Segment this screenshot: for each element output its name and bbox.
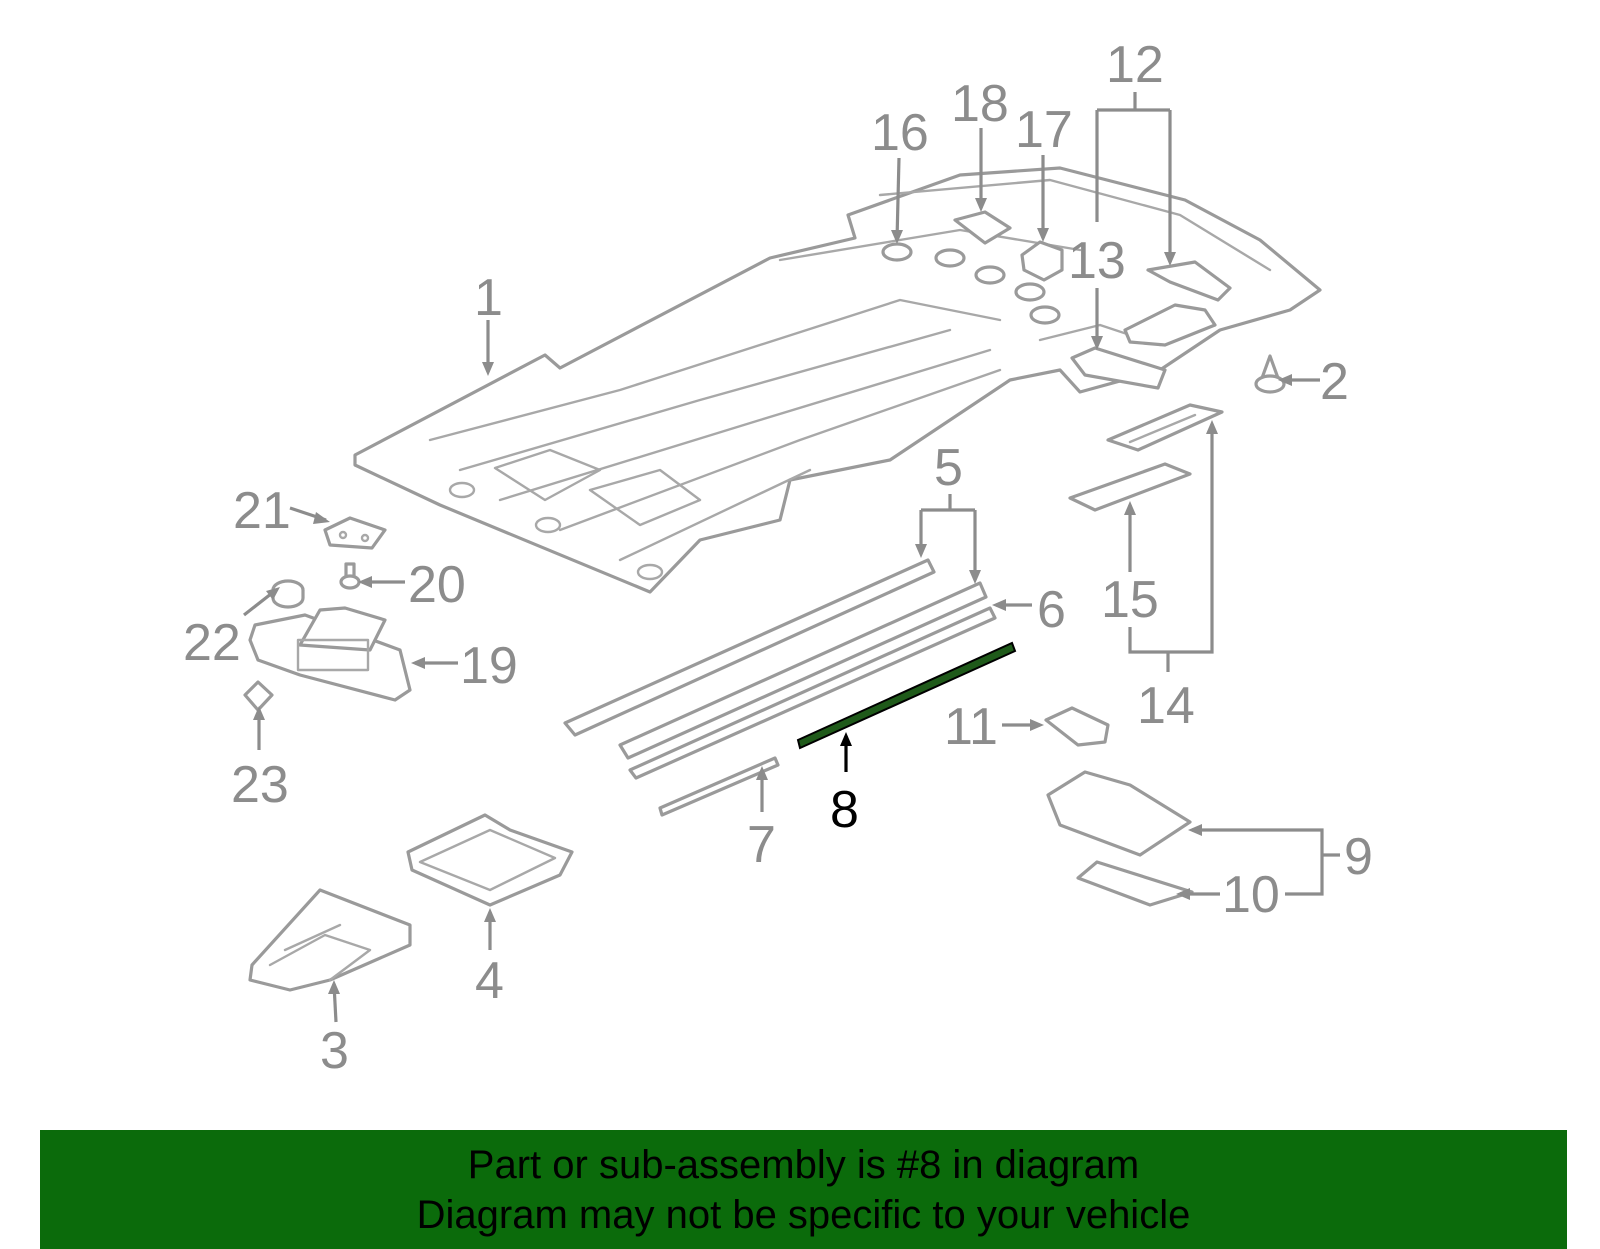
part-12-handle bbox=[1146, 260, 1232, 302]
part-17-plug bbox=[1020, 240, 1064, 282]
callout-19: 19 bbox=[460, 637, 518, 695]
callout-13: 13 bbox=[1068, 232, 1126, 290]
part-11-bracket bbox=[1044, 706, 1110, 747]
part-12-handle-b bbox=[1123, 303, 1217, 347]
callout-17: 17 bbox=[1015, 101, 1073, 159]
banner-line-2: Diagram may not be specific to your vehi… bbox=[416, 1193, 1191, 1237]
part-22-cap bbox=[271, 579, 305, 609]
part-3-console bbox=[248, 888, 412, 992]
info-banner: Part or sub-assembly is #8 in diagram Di… bbox=[40, 1130, 1567, 1249]
part-18-plate bbox=[953, 210, 1012, 245]
callout-15: 15 bbox=[1101, 571, 1159, 629]
callout-9: 9 bbox=[1344, 828, 1373, 886]
callout-21: 21 bbox=[233, 482, 291, 540]
callout-4: 4 bbox=[475, 952, 504, 1010]
callout-10: 10 bbox=[1222, 866, 1280, 924]
part-9-console bbox=[1046, 770, 1192, 857]
callout-5: 5 bbox=[934, 439, 963, 497]
part-2-clip bbox=[1254, 354, 1286, 394]
part-15-pad bbox=[1068, 462, 1192, 512]
callout-14: 14 bbox=[1137, 677, 1195, 735]
part-8-trim bbox=[796, 641, 1017, 750]
callout-labels: 1 2 3 4 5 6 7 8 9 10 11 12 13 14 15 16 1… bbox=[183, 36, 1373, 1080]
part-6-trim bbox=[628, 606, 997, 780]
hole-16 bbox=[881, 242, 913, 262]
part-10-pad bbox=[1076, 860, 1194, 907]
banner-line-1: Part or sub-assembly is #8 in diagram bbox=[467, 1143, 1140, 1187]
callout-8: 8 bbox=[830, 781, 859, 839]
part-5-trims bbox=[563, 558, 988, 760]
callout-16: 16 bbox=[871, 104, 929, 162]
callout-22: 22 bbox=[183, 614, 241, 672]
leader-lines bbox=[243, 92, 1340, 1023]
callout-2: 2 bbox=[1320, 353, 1349, 411]
callout-20: 20 bbox=[408, 556, 466, 614]
callout-6: 6 bbox=[1037, 581, 1066, 639]
callout-3: 3 bbox=[320, 1022, 349, 1080]
callout-7: 7 bbox=[747, 816, 776, 874]
part-21-bracket bbox=[323, 516, 387, 550]
part-4-lamp bbox=[406, 813, 574, 907]
callout-1: 1 bbox=[474, 269, 503, 327]
part-13-handle bbox=[1070, 346, 1167, 390]
part-19-sunvisor bbox=[248, 606, 412, 702]
callout-23: 23 bbox=[231, 756, 289, 814]
part-7-trim bbox=[658, 756, 780, 817]
part-23-clip bbox=[243, 680, 274, 712]
callout-18: 18 bbox=[951, 75, 1009, 133]
vent-holes bbox=[881, 242, 1061, 325]
headliner-panel bbox=[353, 166, 1322, 594]
callout-11: 11 bbox=[944, 698, 998, 756]
callout-12: 12 bbox=[1106, 36, 1164, 94]
part-20-screw bbox=[339, 562, 361, 590]
